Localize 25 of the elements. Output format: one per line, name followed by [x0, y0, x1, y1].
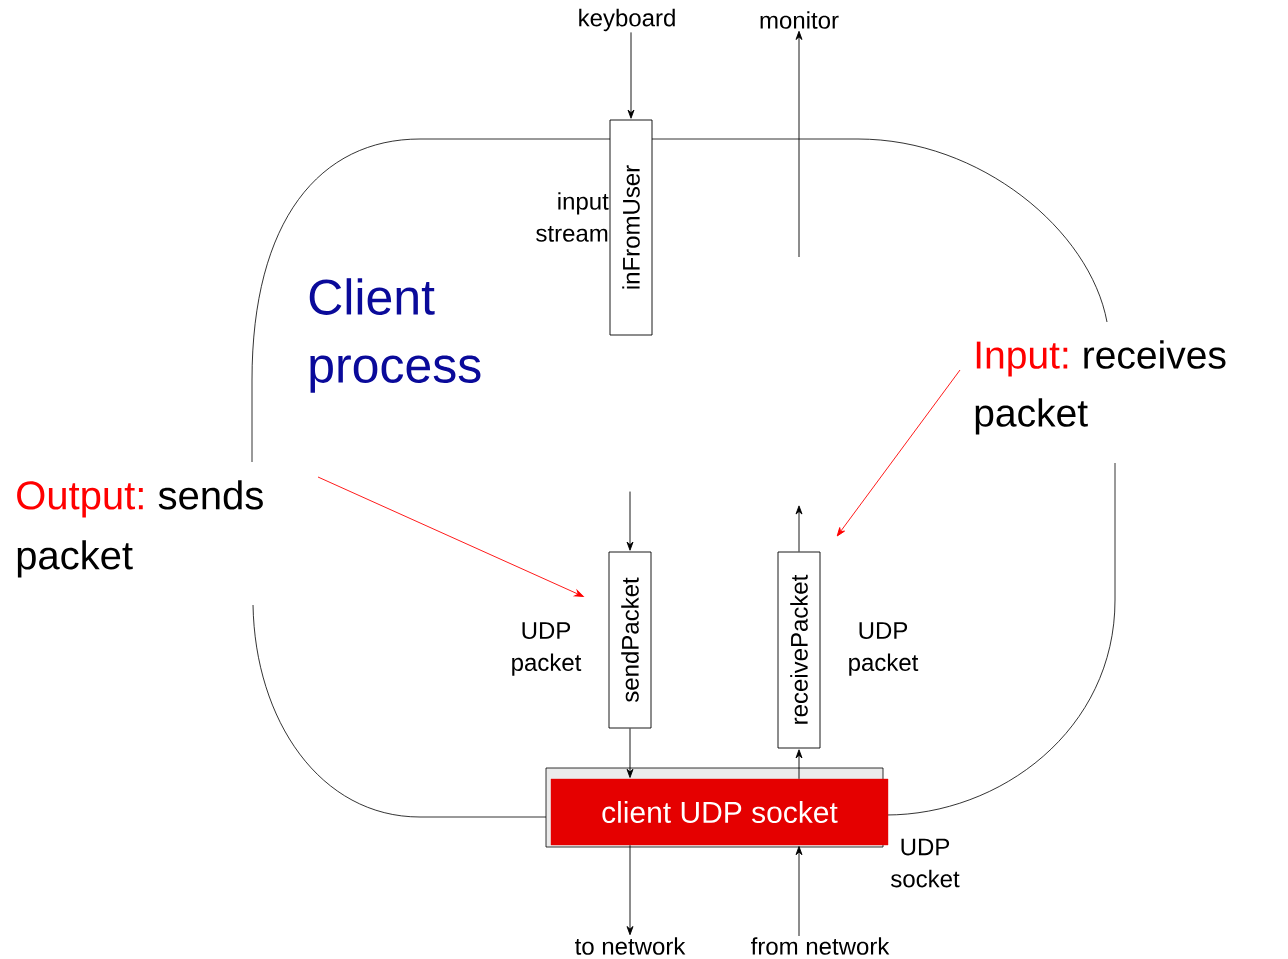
- network-label: from network: [751, 937, 890, 955]
- socket-box: client UDP socket: [545, 767, 889, 848]
- side-label: UDP packet: [512, 622, 582, 676]
- vertical-box: sendPacket: [608, 551, 652, 729]
- arrow: [626, 844, 634, 936]
- arrow: [836, 369, 961, 537]
- vertical-box: receivePacket: [777, 551, 821, 749]
- vertical-box: inFromUser: [609, 119, 653, 336]
- arrow: [627, 31, 635, 119]
- callout-text: Input: receives packet: [975, 340, 1226, 435]
- network-label: to network: [575, 937, 686, 955]
- output-label: monitor: [760, 11, 839, 29]
- arrow: [795, 749, 803, 780]
- arrow: [795, 846, 803, 937]
- input-label: keyboard: [579, 8, 675, 32]
- arrow: [795, 30, 803, 258]
- process-title: Client process: [309, 278, 481, 393]
- side-label: input stream: [536, 192, 609, 242]
- side-label: UDP socket: [891, 838, 960, 888]
- arrow: [626, 728, 634, 778]
- side-label: UDP packet: [849, 622, 919, 676]
- arrow: [795, 505, 803, 552]
- callout-text: Output: sends packet: [17, 480, 263, 578]
- arrow: [317, 476, 584, 597]
- arrow: [626, 491, 634, 551]
